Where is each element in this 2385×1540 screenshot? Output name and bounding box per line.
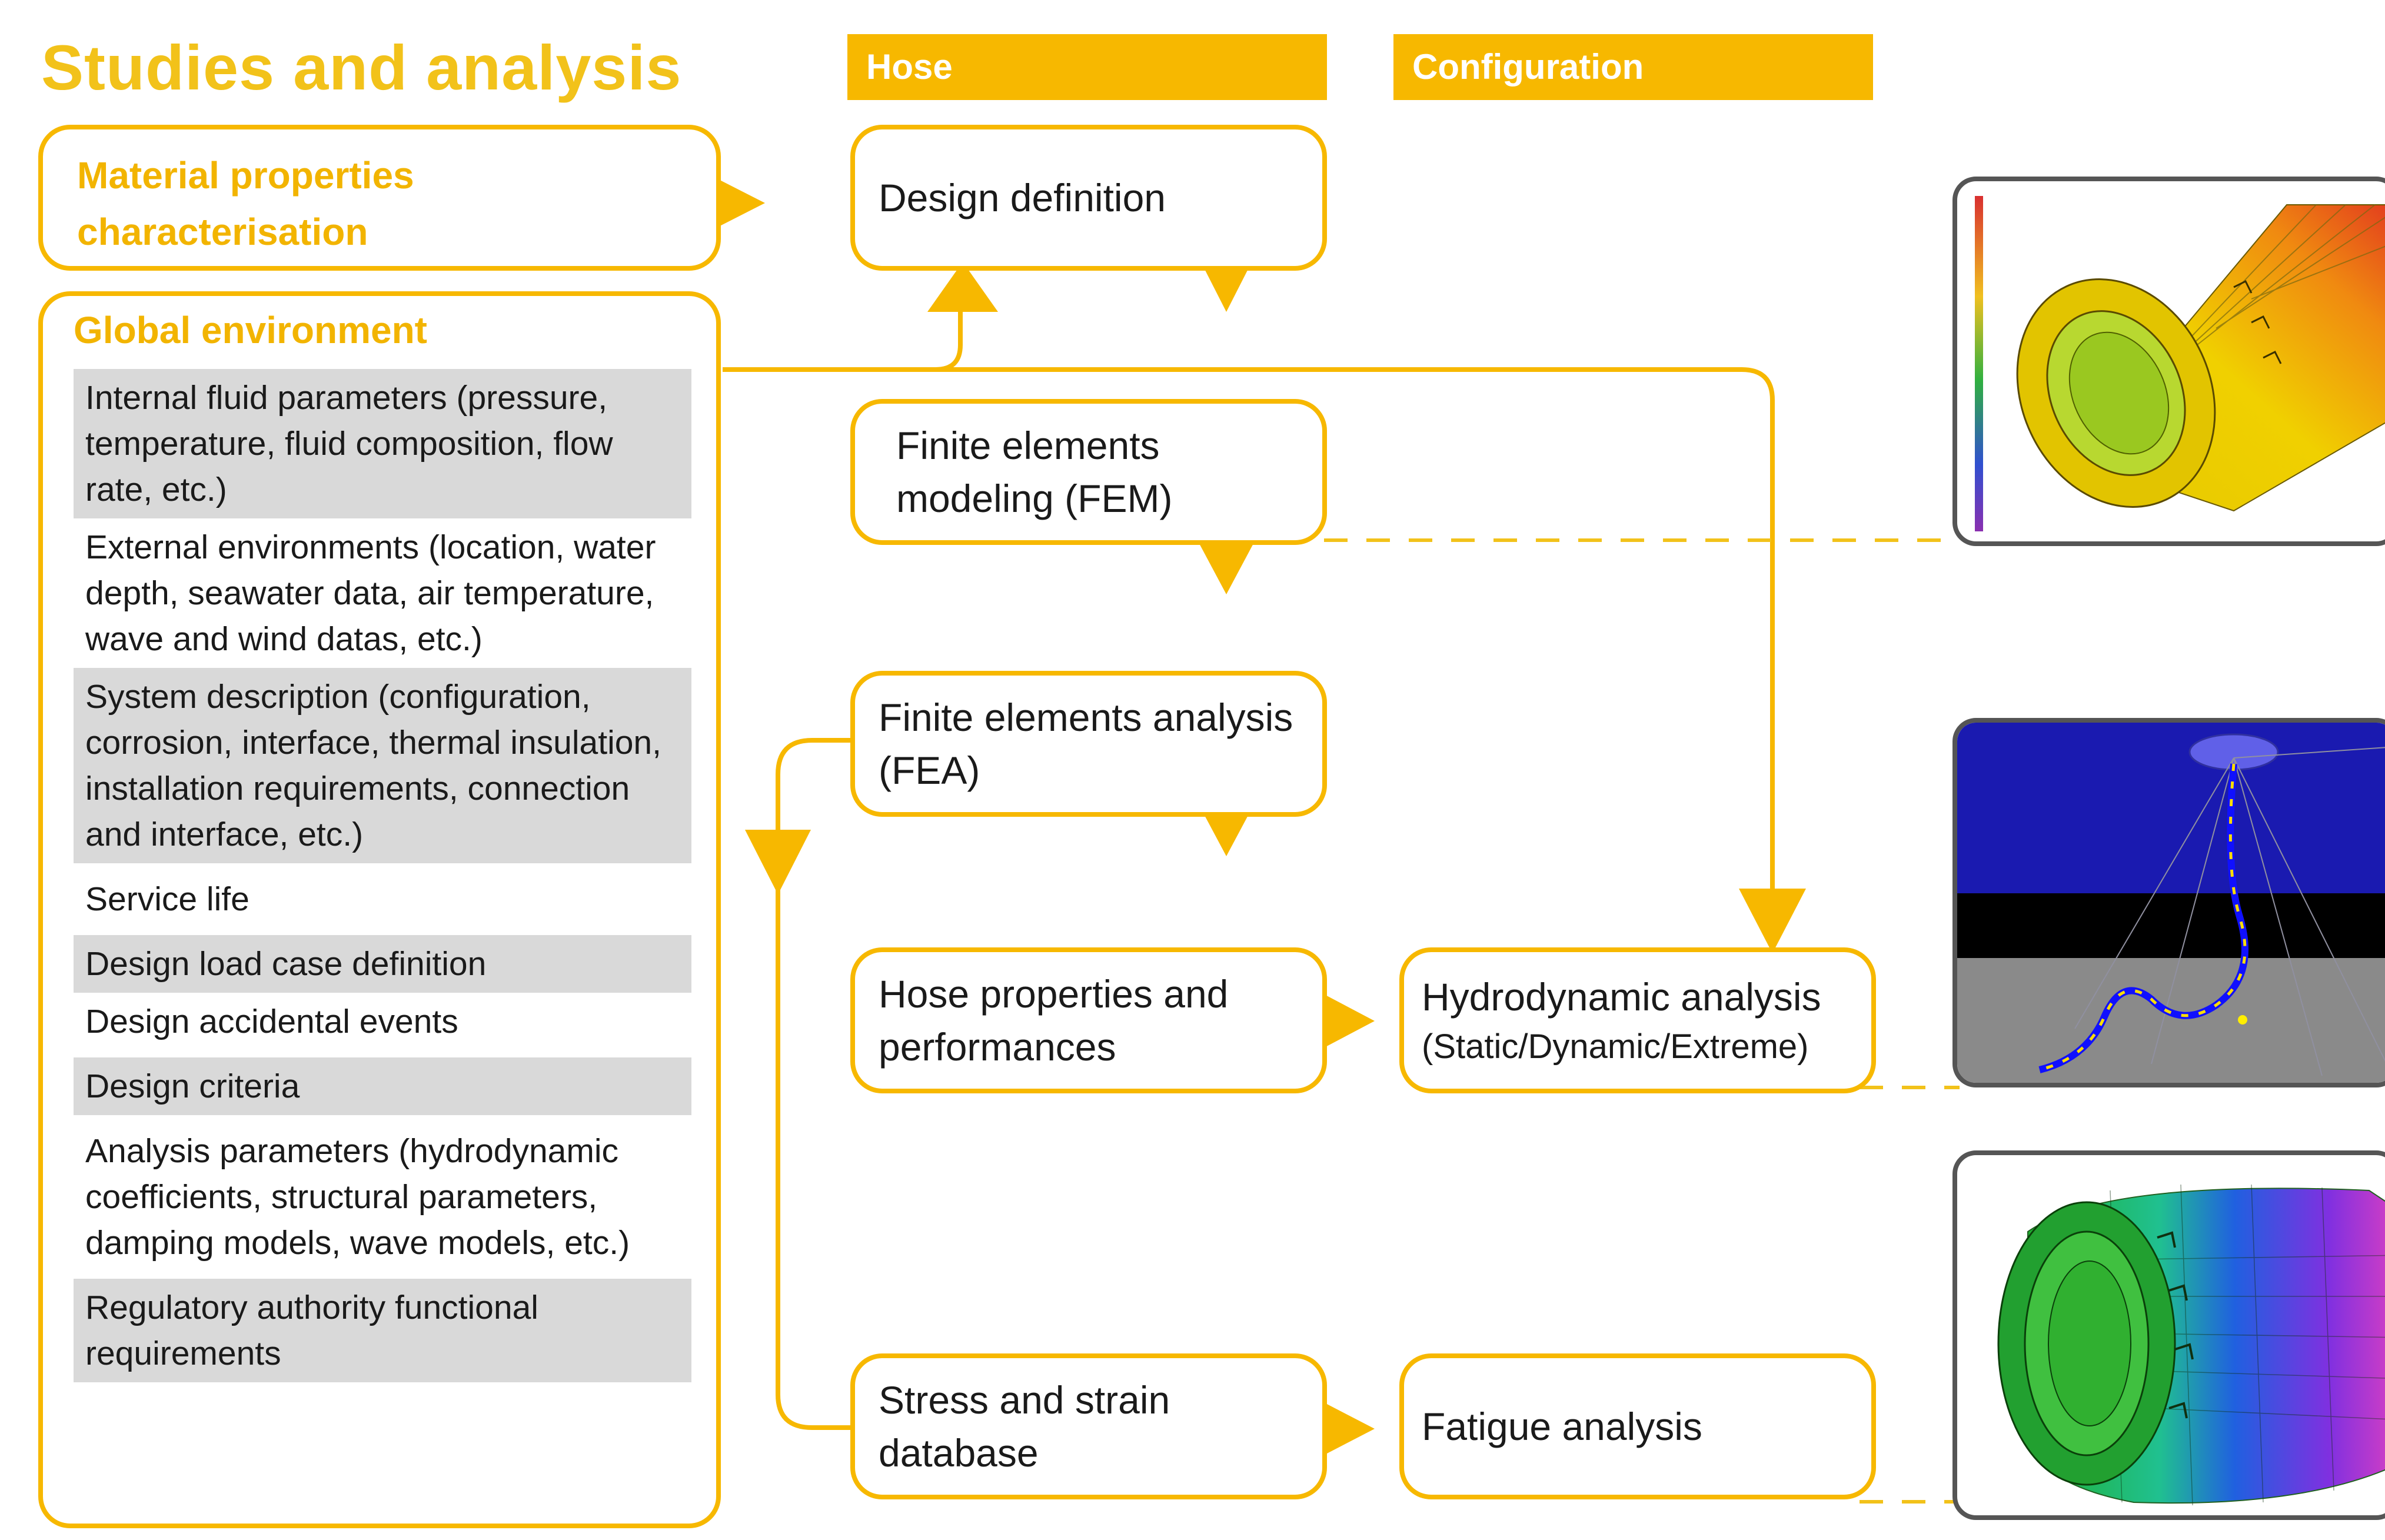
arrow-down-to-hydro: [1739, 889, 1806, 953]
page-title: Studies and analysis: [41, 32, 682, 103]
hydrodynamic-box: Hydrodynamic analysis (Static/Dynamic/Ex…: [1399, 947, 1876, 1093]
environment-item: Regulatory authority functional requirem…: [74, 1279, 691, 1382]
hydrodynamic-riser-image: [1952, 718, 2385, 1087]
arrow-fem-to-fea: [1193, 533, 1259, 594]
fea-label: Finite elements analysis (FEA): [879, 696, 1293, 792]
fatigue-label: Fatigue analysis: [1422, 1405, 1702, 1448]
global-environment-title: Global environment: [74, 309, 427, 351]
hydrodynamic-label: Hydrodynamic analysis: [1422, 975, 1821, 1019]
hose-properties-label: Hose properties and performances: [879, 972, 1229, 1069]
fem-box: Finite elements modeling (FEM): [850, 399, 1327, 545]
environment-list: Internal fluid parameters (pressure, tem…: [74, 369, 691, 1382]
header-hose: Hose: [847, 34, 1327, 100]
hose-fatigue-contour-icon: [1997, 1184, 2385, 1506]
material-properties-box: Material properties characterisation: [38, 125, 721, 271]
riser-configuration-icon: [1957, 723, 2385, 1083]
stress-strain-label: Stress and strain database: [879, 1378, 1170, 1475]
stress-strain-box: Stress and strain database: [850, 1353, 1327, 1499]
environment-item: Design criteria: [74, 1057, 691, 1115]
arrow-properties-to-hydro: [1311, 987, 1375, 1055]
material-properties-label: Material properties characterisation: [77, 154, 414, 253]
fea-box: Finite elements analysis (FEA): [850, 671, 1327, 817]
hydrodynamic-sublabel: (Static/Dynamic/Extreme): [1422, 1027, 1809, 1066]
arrow-stress-to-fatigue: [1311, 1396, 1375, 1462]
environment-item: Design accidental events: [85, 1003, 458, 1040]
connector-fea-to-stress: [776, 738, 852, 1430]
environment-item: Design load case definition: [74, 935, 691, 993]
connector-global-to-design: [723, 306, 963, 372]
global-environment-box: Global environment Internal fluid parame…: [38, 291, 721, 1528]
connector-global-to-hydro: [723, 367, 1775, 894]
header-configuration: Configuration: [1393, 34, 1873, 100]
environment-item: System description (configuration, corro…: [74, 668, 691, 863]
environment-item: Internal fluid parameters (pressure, tem…: [74, 369, 691, 518]
hose-properties-box: Hose properties and performances: [850, 947, 1327, 1093]
environment-item: External environments (location, water d…: [85, 528, 656, 658]
hose-fem-contour-icon: [1975, 196, 2385, 531]
fatigue-box: Fatigue analysis: [1399, 1353, 1876, 1499]
fatigue-hose-model-image: [1952, 1150, 2385, 1520]
design-definition-box: Design definition: [850, 125, 1327, 271]
fem-hose-model-image: [1952, 177, 2385, 546]
arrow-down-to-stress: [745, 830, 811, 894]
environment-item: Analysis parameters (hydrodynamic coeffi…: [85, 1132, 630, 1262]
arrow-up-to-design: [927, 262, 998, 312]
environment-item: Service life: [85, 880, 250, 918]
fem-label: Finite elements modeling (FEM): [896, 424, 1173, 520]
design-definition-label: Design definition: [879, 176, 1166, 219]
